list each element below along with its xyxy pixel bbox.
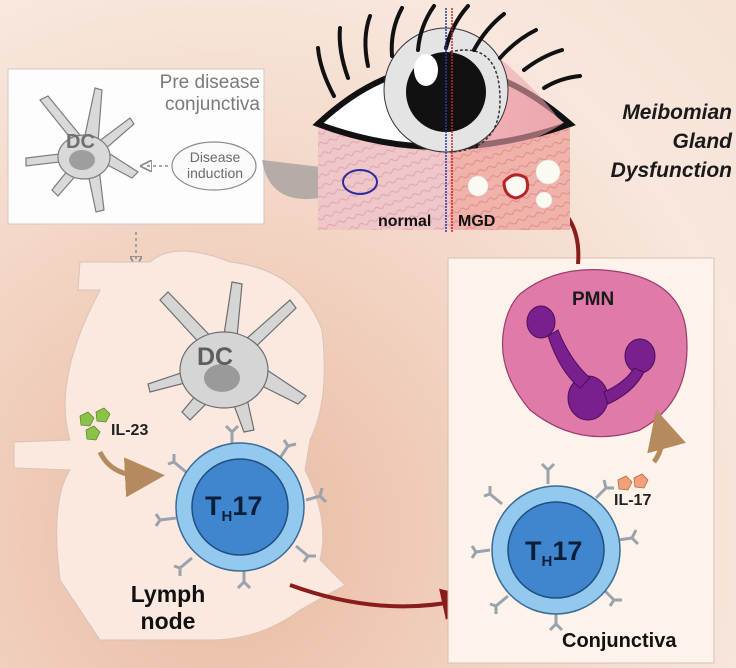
il23-label: IL-23 <box>111 422 149 439</box>
mgd-label: MGD <box>458 213 496 230</box>
dendritic-cell-large <box>147 281 307 433</box>
dc-label-large: DC <box>197 343 234 371</box>
il17-label: IL-17 <box>614 492 652 509</box>
th17-cell-lymph <box>154 424 328 590</box>
il23-cytokines-icon <box>79 407 111 441</box>
dendritic-cell-small <box>25 87 139 213</box>
dc-label-small: DC <box>66 131 95 153</box>
il23-arrow <box>97 450 165 498</box>
il17-cytokines-icon <box>617 473 649 491</box>
migration-to-conjunctiva-arrow <box>289 583 474 620</box>
pmn-cell <box>501 269 688 438</box>
th17-cell-conjunctiva <box>470 462 640 632</box>
normal-label: normal <box>378 213 432 230</box>
th17-label-lymph: TH17 <box>205 491 263 525</box>
eye-illustration <box>262 4 582 232</box>
il17-arrow <box>647 409 686 464</box>
conjunctiva-label: Conjunctiva <box>562 630 677 652</box>
disease-induction-bubble <box>171 141 257 191</box>
pmn-label: PMN <box>572 289 615 310</box>
th17-label-conjunctiva: TH17 <box>525 536 583 570</box>
